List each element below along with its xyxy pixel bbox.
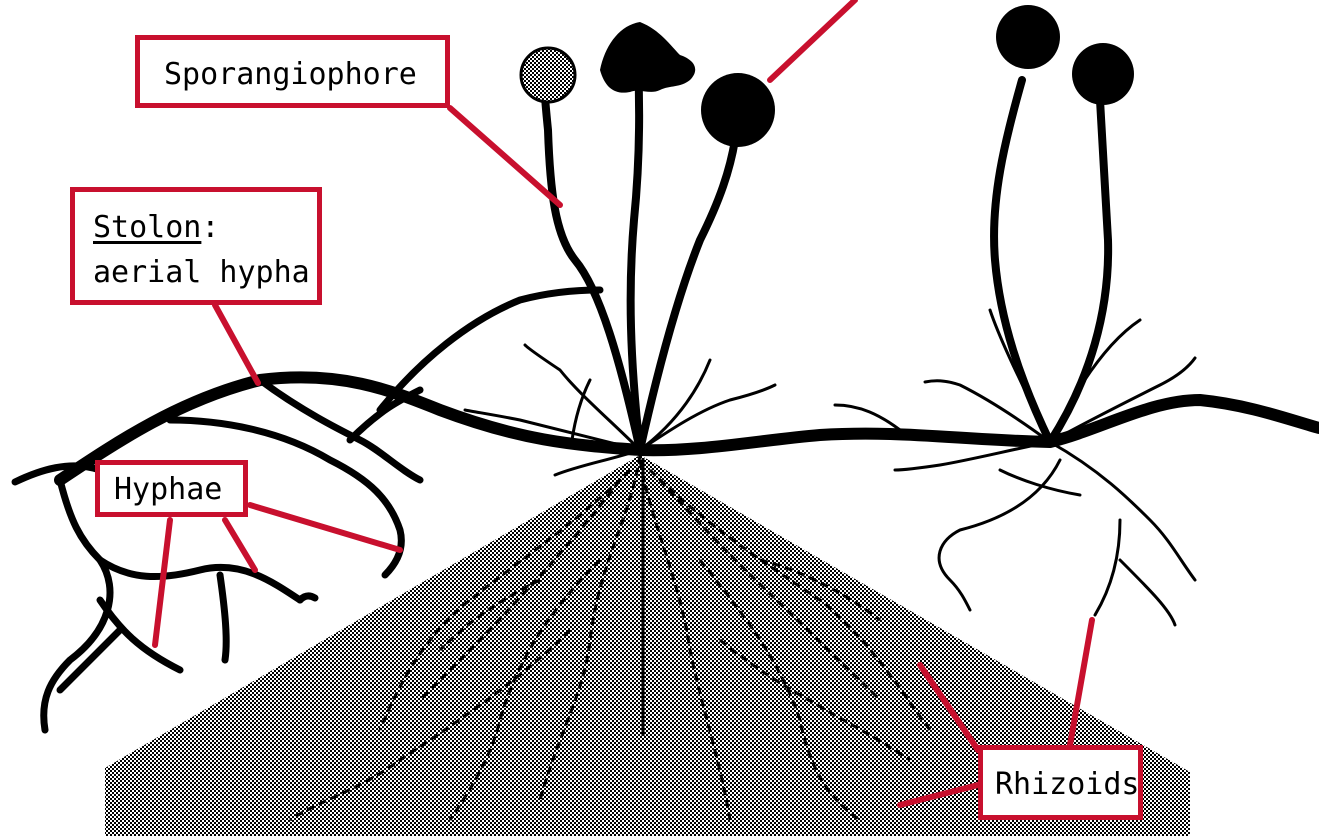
label-hyphae-text: Hyphae bbox=[114, 472, 222, 507]
sporangium-leader bbox=[770, 0, 855, 80]
sporangia-left bbox=[521, 22, 775, 147]
sporangiophores-right bbox=[994, 80, 1108, 442]
label-stolon-desc: aerial hypha bbox=[93, 250, 317, 295]
stolon-leader bbox=[215, 305, 258, 383]
label-rhizoids-text: Rhizoids bbox=[995, 767, 1140, 802]
label-rhizoids: Rhizoids bbox=[978, 745, 1143, 820]
label-hyphae: Hyphae bbox=[95, 460, 248, 517]
label-sporangiophore-text: Sporangiophore bbox=[164, 57, 417, 92]
label-sporangiophore: Sporangiophore bbox=[135, 35, 450, 108]
hyphae-leader-3 bbox=[250, 505, 400, 550]
hyphae-leader-1 bbox=[155, 520, 170, 645]
label-stolon: Stolon: aerial hypha bbox=[70, 187, 322, 305]
hyphae-leader-2 bbox=[225, 520, 255, 570]
stolon-term-line: Stolon: bbox=[93, 205, 317, 250]
label-stolon-colon: : bbox=[201, 210, 219, 245]
label-stolon-term: Stolon bbox=[93, 210, 201, 245]
